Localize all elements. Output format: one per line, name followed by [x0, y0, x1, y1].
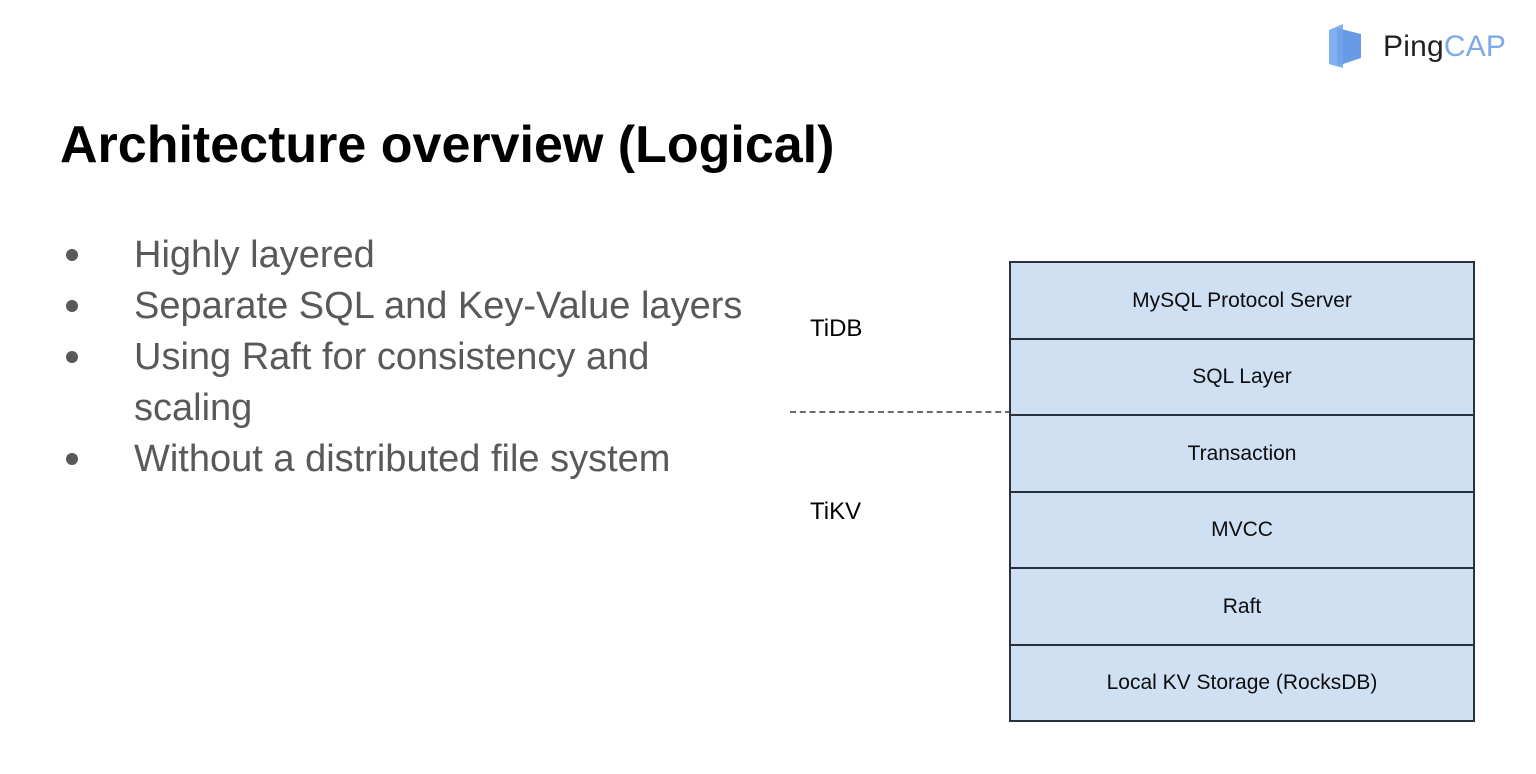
list-item: Separate SQL and Key-Value layers — [60, 281, 760, 332]
brand-logo: PingCAP — [1321, 20, 1506, 72]
list-item-label: Separate SQL and Key-Value layers — [134, 285, 743, 327]
layer-label: SQL Layer — [1192, 365, 1292, 389]
layer-box-local-kv-storage: Local KV Storage (RocksDB) — [1011, 645, 1473, 720]
layer-label: Local KV Storage (RocksDB) — [1106, 671, 1378, 695]
bullet-dot-icon — [60, 434, 134, 465]
bullet-dot-icon — [60, 281, 134, 312]
list-item-label: Using Raft for consistency and scaling — [134, 336, 650, 429]
bullet-dot-icon — [60, 230, 134, 261]
tier-label-tikv: TiKV — [810, 498, 862, 525]
layer-box-raft: Raft — [1011, 569, 1473, 646]
list-item: Highly layered — [60, 230, 760, 281]
list-item: Using Raft for consistency and scaling — [60, 332, 760, 434]
list-item: Without a distributed file system — [60, 434, 760, 485]
layer-label: Transaction — [1187, 441, 1297, 465]
layer-stack-diagram: MySQL Protocol Server SQL Layer Transact… — [1009, 261, 1475, 722]
brand-word-ping: Ping — [1383, 30, 1444, 63]
list-item-label: Without a distributed file system — [134, 438, 671, 480]
list-item-label: Highly layered — [134, 234, 375, 276]
bullet-dot-icon — [60, 332, 134, 363]
layer-label: Raft — [1222, 594, 1262, 618]
tier-divider-line — [790, 411, 1011, 413]
pingcap-logo-icon — [1321, 20, 1373, 72]
bullet-list: Highly layered Separate SQL and Key-Valu… — [60, 230, 760, 485]
brand-word-cap: CAP — [1443, 30, 1507, 63]
layer-box-transaction: Transaction — [1011, 416, 1473, 493]
brand-wordmark: PingCAP — [1383, 32, 1506, 62]
page-title: Architecture overview (Logical) — [60, 115, 835, 174]
layer-box-mysql-protocol-server: MySQL Protocol Server — [1011, 263, 1473, 340]
layer-box-sql-layer: SQL Layer — [1011, 339, 1473, 416]
layer-label: MySQL Protocol Server — [1132, 288, 1352, 312]
layer-label: MVCC — [1211, 518, 1273, 542]
tier-label-tidb: TiDB — [810, 315, 863, 342]
layer-box-mvcc: MVCC — [1011, 492, 1473, 569]
